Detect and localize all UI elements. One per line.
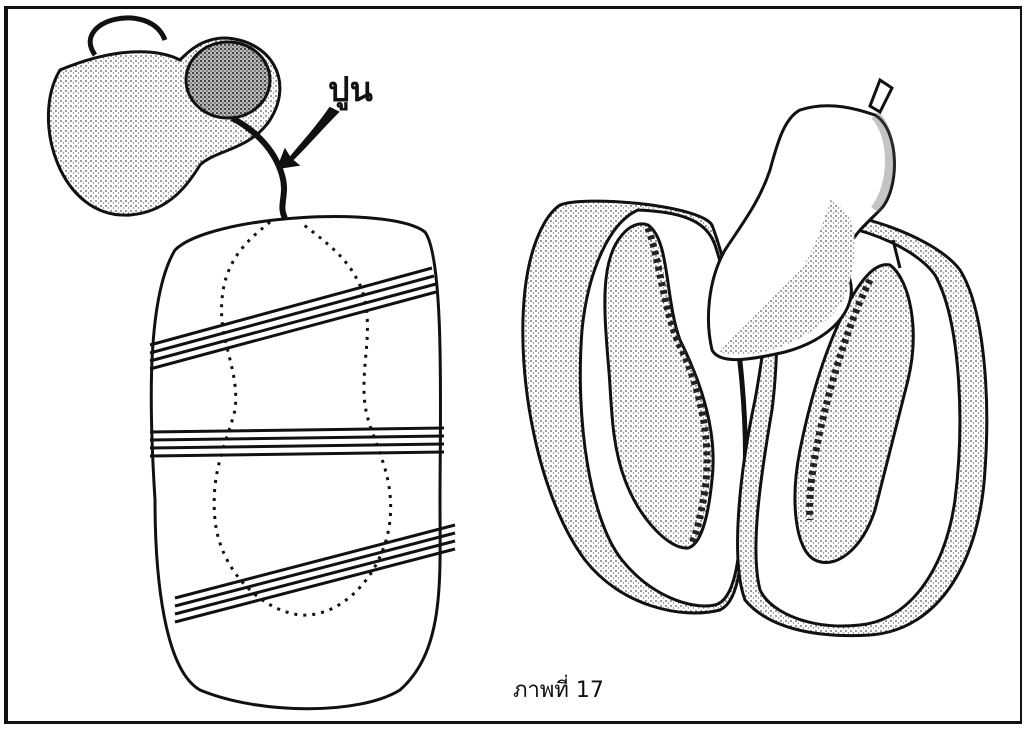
figure-caption: ภาพที่ 17	[513, 672, 604, 707]
lime-label: ปูน	[328, 62, 373, 116]
papaya-halves-icon	[523, 201, 746, 613]
arrow-icon	[278, 108, 338, 168]
wrapped-fruit-icon	[150, 217, 455, 709]
jug-icon	[48, 18, 279, 215]
